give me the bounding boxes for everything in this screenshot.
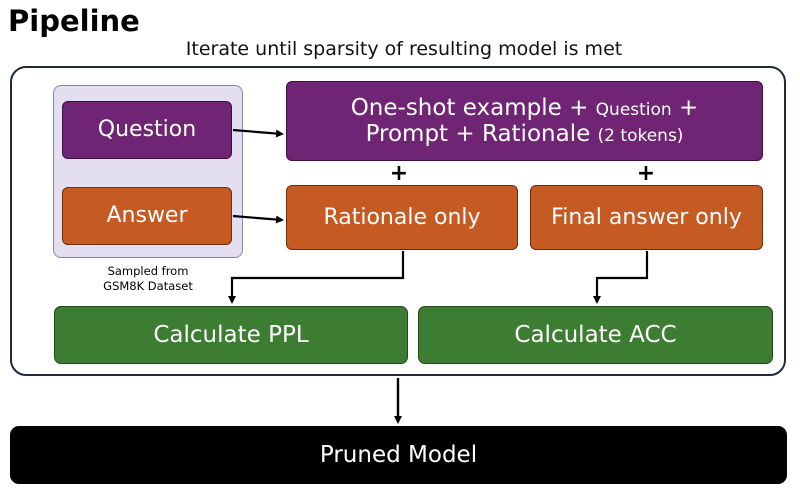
answer-node: Answer bbox=[62, 187, 232, 245]
pipeline-subtitle: Iterate until sparsity of resulting mode… bbox=[185, 38, 623, 60]
oneshot-part1: One-shot example + bbox=[350, 94, 596, 121]
calculate-acc-node: Calculate ACC bbox=[418, 306, 773, 364]
oneshot-part2: Question bbox=[595, 99, 672, 120]
rationale-only-node: Rationale only bbox=[286, 185, 518, 250]
oneshot-part3: + bbox=[671, 94, 699, 121]
oneshot-part5: (2 tokens) bbox=[597, 126, 684, 146]
pruned-model-node: Pruned Model bbox=[10, 426, 787, 484]
sampled-caption-line2: GSM8K Dataset bbox=[103, 278, 193, 293]
sampled-caption-line1: Sampled from bbox=[107, 264, 189, 278]
final-answer-only-node: Final answer only bbox=[530, 185, 763, 250]
question-label: Question bbox=[97, 117, 197, 143]
answer-label: Answer bbox=[106, 203, 188, 229]
question-node: Question bbox=[62, 101, 232, 159]
pruned-model-label: Pruned Model bbox=[319, 441, 478, 468]
arrow-question-to-oneshot bbox=[232, 128, 284, 138]
oneshot-part4: Prompt + Rationale bbox=[365, 121, 598, 147]
arrow-final-to-acc bbox=[593, 251, 649, 304]
pipeline-title: Pipeline bbox=[8, 4, 140, 38]
oneshot-line1: One-shot example + Question + bbox=[351, 95, 699, 121]
calculate-ppl-label: Calculate PPL bbox=[153, 321, 309, 348]
final-answer-only-label: Final answer only bbox=[551, 204, 742, 230]
rationale-only-label: Rationale only bbox=[323, 204, 481, 230]
oneshot-line2: Prompt + Rationale (2 tokens) bbox=[366, 121, 684, 147]
sampled-from-caption: Sampled from GSM8K Dataset bbox=[92, 264, 204, 294]
plus-sign-left: + bbox=[389, 161, 409, 186]
calculate-ppl-node: Calculate PPL bbox=[54, 306, 408, 364]
calculate-acc-label: Calculate ACC bbox=[514, 321, 677, 348]
plus-sign-right: + bbox=[636, 161, 656, 186]
arrow-answer-to-rationale bbox=[232, 214, 284, 224]
oneshot-prompt-node: One-shot example + Question + Prompt + R… bbox=[286, 81, 763, 161]
arrow-rationale-to-ppl bbox=[228, 251, 405, 304]
